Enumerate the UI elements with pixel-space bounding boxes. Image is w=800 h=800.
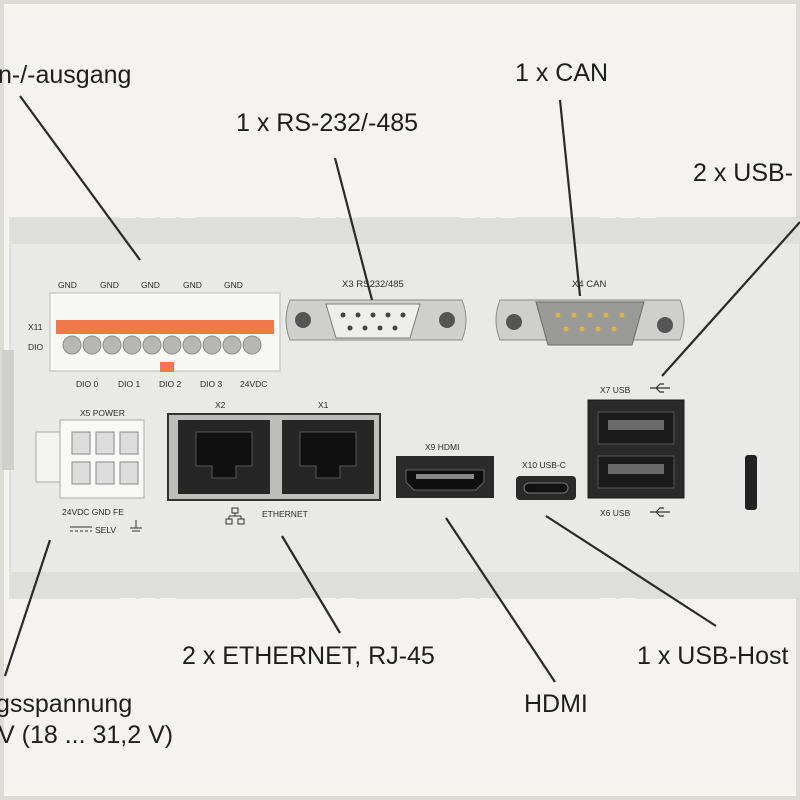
eth-x1-label: X1	[318, 400, 329, 410]
can-port-label: X4 CAN	[572, 279, 606, 290]
leader-line-usb	[661, 221, 800, 377]
terminal-bottom-label-3: DIO 3	[200, 379, 222, 389]
terminal-side-label-x11: X11	[28, 322, 43, 332]
hdmi-port	[396, 456, 494, 498]
leader-line-rs232	[333, 157, 374, 301]
terminal-side-label-dio: DIO	[28, 342, 44, 352]
dc-symbol-icon	[70, 526, 92, 532]
usb-x7-label: X7 USB	[600, 385, 631, 395]
callout-usb: 2 x USB-	[693, 159, 794, 187]
power-connector	[35, 419, 145, 499]
eth-x2-label: X2	[215, 400, 226, 410]
ground-symbol-icon	[130, 520, 142, 532]
callout-supply-line2: V (18 ... 31,2 V)	[0, 721, 174, 749]
terminal-bottom-label-2: DIO 2	[159, 379, 181, 389]
callout-can: 1 x CAN	[515, 59, 609, 87]
terminal-bottom-label-1: DIO 1	[118, 379, 140, 389]
rs232-port-label: X3 RS232/485	[342, 279, 404, 290]
hdmi-port-label: X9 HDMI	[425, 442, 459, 452]
leader-line-usb-host	[545, 515, 717, 627]
terminal-bottom-label-0: DIO 0	[76, 379, 98, 389]
leader-line-supply	[3, 539, 52, 677]
terminal-bottom-label-4: 24VDC	[240, 379, 267, 389]
usb-symbol-icon	[650, 383, 670, 393]
power-pin-labels: 24VDC GND FE	[62, 507, 124, 517]
terminal-top-label-3: GND	[183, 280, 202, 290]
ethernet-label: ETHERNET	[262, 509, 308, 519]
terminal-top-label-2: GND	[141, 280, 160, 290]
terminal-top-label-1: GND	[100, 280, 119, 290]
usb-x6-label: X6 USB	[600, 508, 631, 518]
leader-line-dio	[19, 95, 141, 261]
callout-rs232: 1 x RS-232/-485	[236, 109, 419, 137]
selv-label: SELV	[95, 525, 116, 535]
callout-hdmi: HDMI	[524, 690, 588, 718]
callout-usb-host: 1 x USB-Host	[637, 642, 789, 670]
usbc-port-label: X10 USB-C	[522, 460, 566, 470]
vent-teeth-bottom	[120, 598, 636, 606]
ethernet-ports	[167, 413, 381, 501]
callout-ethernet: 2 x ETHERNET, RJ-45	[182, 642, 435, 670]
network-icon	[225, 507, 245, 525]
usb-stacked-ports	[587, 399, 685, 499]
leader-line-can	[558, 99, 582, 297]
leader-line-hdmi	[445, 517, 556, 683]
callout-supply-line1: gsspannung	[0, 690, 133, 718]
vent-teeth-top	[120, 210, 656, 218]
rs232-connector	[285, 299, 467, 341]
usbc-port	[516, 476, 576, 500]
usb-symbol-icon	[650, 507, 670, 517]
power-header-label: X5 POWER	[80, 408, 125, 418]
dio-terminal-block	[49, 292, 281, 372]
can-connector	[495, 299, 685, 346]
terminal-top-label-4: GND	[224, 280, 243, 290]
terminal-top-label-0: GND	[58, 280, 77, 290]
callout-dio: n-/-ausgang	[0, 61, 132, 89]
leader-lines	[3, 95, 800, 683]
leader-line-ethernet	[281, 535, 341, 634]
